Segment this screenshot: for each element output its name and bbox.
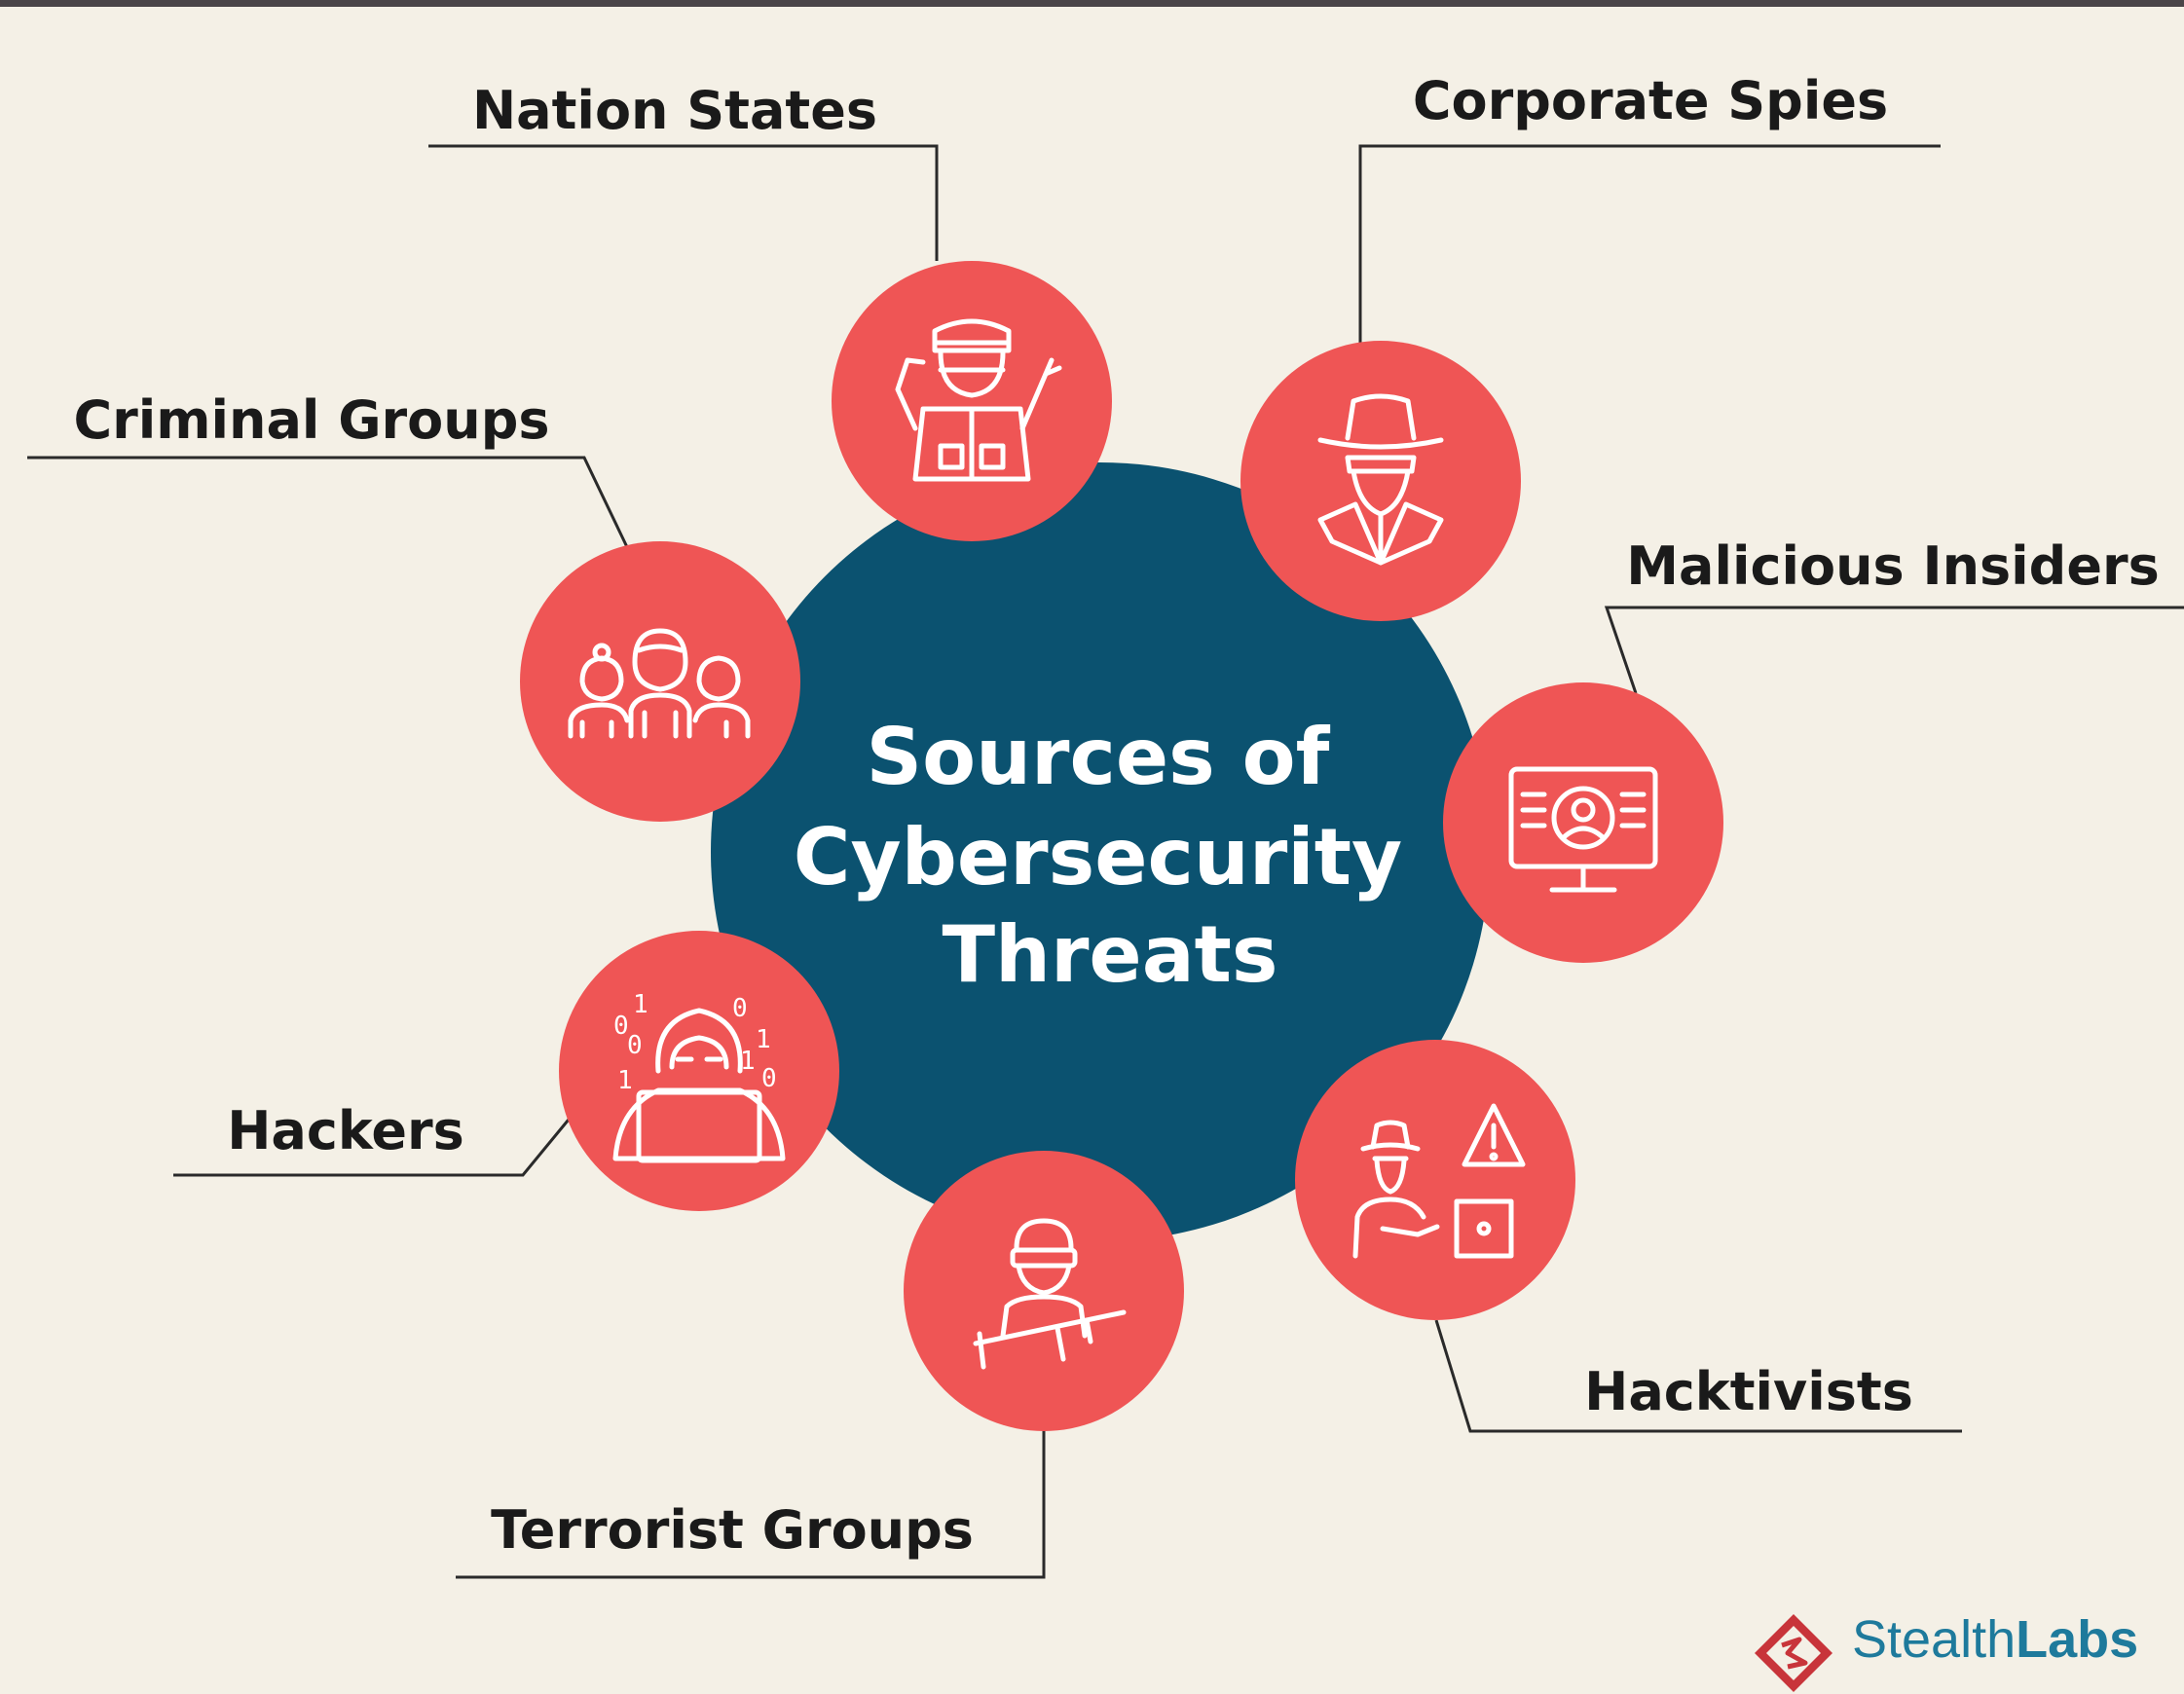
center-circle [711, 462, 1490, 1241]
label-criminal-groups: Criminal Groups [73, 389, 549, 451]
armed-person-icon [973, 1218, 1127, 1370]
brand-part-1: Stealth [1852, 1610, 2016, 1669]
hacker-binary-3: 0 [627, 1031, 643, 1060]
node-circle-malicious-insiders [1443, 682, 1723, 963]
label-hackers: Hackers [227, 1100, 464, 1161]
hacker-binary-8: 0 [761, 1064, 777, 1093]
hacker-binary-6: 1 [756, 1025, 771, 1054]
hacker-binary-7: 1 [740, 1047, 756, 1076]
center-title-line-2: Cybersecurity [794, 812, 1402, 902]
hacker-binary-5: 0 [732, 994, 748, 1023]
node-hackers: 0 1 0 1 0 1 1 0 [559, 931, 839, 1211]
leader-hackers [173, 1114, 574, 1177]
center-title-line-3: Threats [942, 909, 1277, 1000]
leader-malicious-insiders [1604, 606, 2184, 694]
leader-nation-states [428, 144, 939, 261]
hacker-binary-1: 0 [613, 1012, 629, 1041]
leader-hacktivists [1434, 1319, 1962, 1433]
label-corporate-spies: Corporate Spies [1413, 70, 1888, 131]
label-malicious-insiders: Malicious Insiders [1626, 535, 2159, 597]
center-title-line-1: Sources of [867, 712, 1331, 802]
hacker-binary-4: 1 [617, 1066, 633, 1095]
hooded-hacker-icon: 0 1 0 1 0 1 1 0 [612, 990, 786, 1163]
monitor-user-icon [1508, 766, 1658, 893]
brand-wordmark: StealthLabs [1852, 1610, 2138, 1669]
leader-corporate-spies [1358, 144, 1941, 343]
node-circle-nation-states [832, 261, 1112, 541]
label-nation-states: Nation States [472, 80, 877, 141]
node-circle-hacktivists [1295, 1040, 1575, 1320]
node-criminal-groups [520, 541, 800, 822]
node-nation-states [832, 261, 1112, 541]
node-circle-criminal-groups [520, 541, 800, 822]
spy-icon [1317, 393, 1444, 566]
stealthlabs-brand: StealthLabs [1755, 1610, 2138, 1692]
node-hacktivists [1295, 1040, 1575, 1320]
leader-terrorist-groups [456, 1427, 1046, 1579]
stealthlabs-logo-icon [1755, 1614, 1832, 1692]
node-malicious-insiders [1443, 682, 1723, 963]
label-hacktivists: Hacktivists [1584, 1361, 1913, 1422]
node-circle-hackers [559, 931, 839, 1211]
node-corporate-spies [1240, 341, 1521, 621]
center-title: Sources of Cybersecurity Threats [794, 712, 1407, 1000]
label-terrorist-groups: Terrorist Groups [491, 1499, 974, 1561]
node-terrorist-groups [904, 1151, 1184, 1431]
hacker-binary-2: 1 [633, 990, 648, 1019]
node-circle-corporate-spies [1240, 341, 1521, 621]
leader-criminal-groups [27, 456, 640, 571]
soldier-icon [895, 318, 1062, 482]
group-people-icon [568, 628, 751, 739]
brand-part-2: Labs [2016, 1610, 2138, 1669]
hacktivist-warning-icon [1352, 1103, 1526, 1259]
